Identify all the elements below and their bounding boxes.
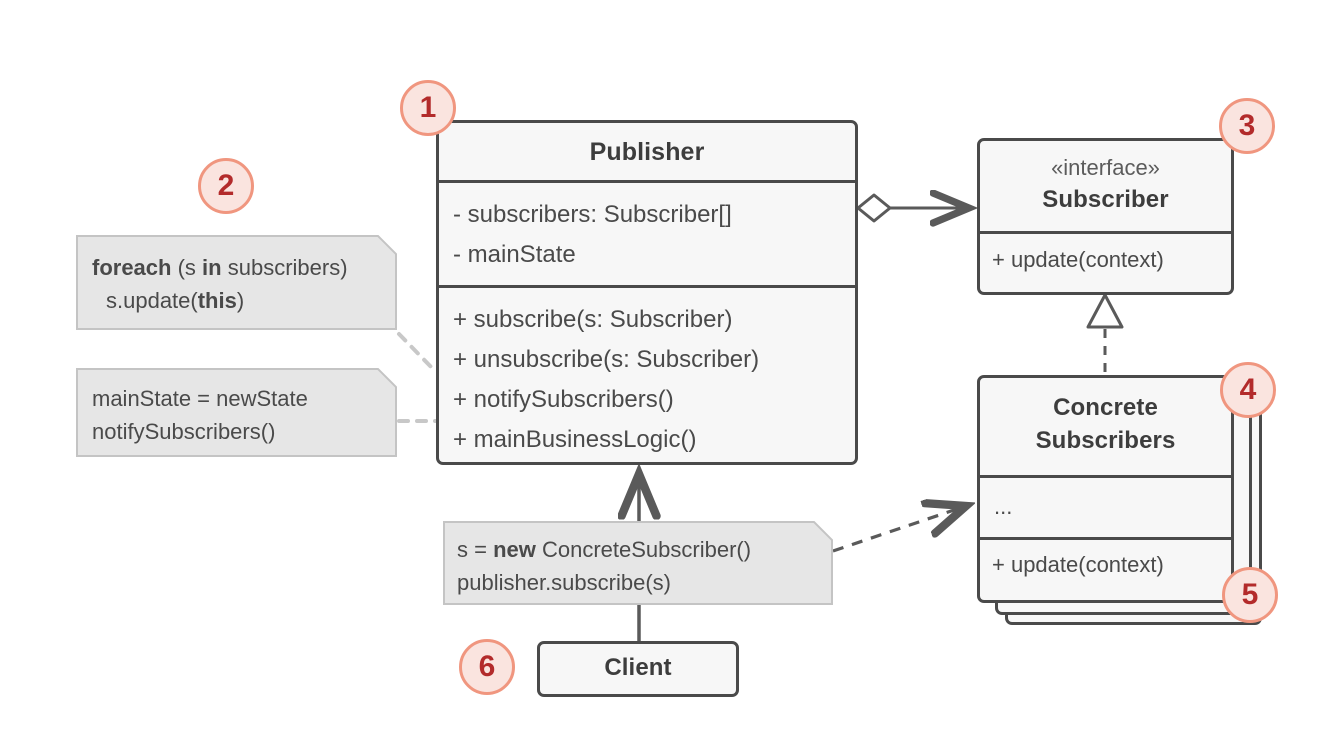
concrete-subscribers-operation: + update(context) <box>992 552 1164 577</box>
publisher-attribute: - subscribers: Subscriber[] <box>453 201 732 228</box>
concrete-subscribers-attribute: ... <box>994 494 1013 519</box>
subscriber-operation: + update(context) <box>992 247 1164 272</box>
step-badge-2[interactable]: 2 <box>198 158 254 214</box>
concrete-subscribers-title-line1: Concrete <box>1053 394 1158 421</box>
step-badge-3[interactable]: 3 <box>1219 98 1275 154</box>
concrete-subscribers-attributes: ... <box>980 478 1231 540</box>
client-header: Client <box>540 644 736 694</box>
relation-client-note-concrete <box>832 506 966 553</box>
subscriber-header: «interface» Subscriber <box>980 141 1231 234</box>
class-box-client[interactable]: Client <box>537 641 739 697</box>
keyword-in: in <box>202 255 222 280</box>
note-client-line-1: s = new ConcreteSubscriber() <box>457 537 752 562</box>
note-main-state: mainState = newState notifySubscribers() <box>76 368 397 457</box>
step-badge-5[interactable]: 5 <box>1222 567 1278 623</box>
concrete-subscribers-header: Concrete Subscribers <box>980 378 1231 478</box>
note-client-code: s = new ConcreteSubscriber() publisher.s… <box>443 521 833 605</box>
concrete-subscribers-operations: + update(context) <box>980 540 1231 580</box>
relation-concrete-subscriber-realization <box>1086 293 1124 372</box>
publisher-header: Publisher <box>439 123 855 183</box>
relation-publisher-subscriber <box>856 195 969 221</box>
note-fold-edge-icon <box>375 235 397 257</box>
note-main-state-line-2: notifySubscribers() <box>92 419 276 444</box>
subscriber-operations: + update(context) <box>980 234 1231 284</box>
subscriber-title: Subscriber <box>1042 186 1169 213</box>
class-box-subscriber[interactable]: «interface» Subscriber + update(context) <box>977 138 1234 295</box>
class-box-concrete-subscribers-stack[interactable]: Concrete Subscribers ... + update(contex… <box>977 375 1262 625</box>
keyword-foreach: foreach <box>92 255 172 280</box>
client-title: Client <box>604 654 672 681</box>
keyword-this: this <box>197 288 237 313</box>
note-fold-edge-icon <box>811 521 833 543</box>
note-client-line-2: publisher.subscribe(s) <box>457 570 671 595</box>
step-badge-1[interactable]: 1 <box>400 80 456 136</box>
publisher-operation: + unsubscribe(s: Subscriber) <box>453 346 760 373</box>
publisher-operation: + notifySubscribers() <box>453 386 674 413</box>
note-main-state-line-1: mainState = newState <box>92 386 308 411</box>
publisher-operation: + mainBusinessLogic() <box>453 426 697 453</box>
subscriber-stereotype: «interface» <box>1051 155 1160 180</box>
publisher-attribute: - mainState <box>453 241 576 268</box>
keyword-new: new <box>493 537 536 562</box>
publisher-attributes: - subscribers: Subscriber[] - mainState <box>439 183 855 288</box>
note-fold-edge-icon <box>375 368 397 390</box>
publisher-operation: + subscribe(s: Subscriber) <box>453 306 733 333</box>
note-foreach-line-2: s.update(this) <box>106 288 245 313</box>
step-badge-4[interactable]: 4 <box>1220 362 1276 418</box>
concrete-subscribers-title-line2: Subscribers <box>1035 427 1176 454</box>
class-box-publisher[interactable]: Publisher - subscribers: Subscriber[] - … <box>436 120 858 465</box>
step-badge-6[interactable]: 6 <box>459 639 515 695</box>
publisher-operations: + subscribe(s: Subscriber) + unsubscribe… <box>439 288 855 470</box>
note-leader-lines <box>397 332 438 423</box>
publisher-title: Publisher <box>589 138 705 166</box>
note-foreach-line-1: foreach (s in subscribers) <box>92 255 348 280</box>
class-box-concrete-subscribers[interactable]: Concrete Subscribers ... + update(contex… <box>977 375 1234 603</box>
note-foreach: foreach (s in subscribers) s.update(this… <box>76 235 397 330</box>
